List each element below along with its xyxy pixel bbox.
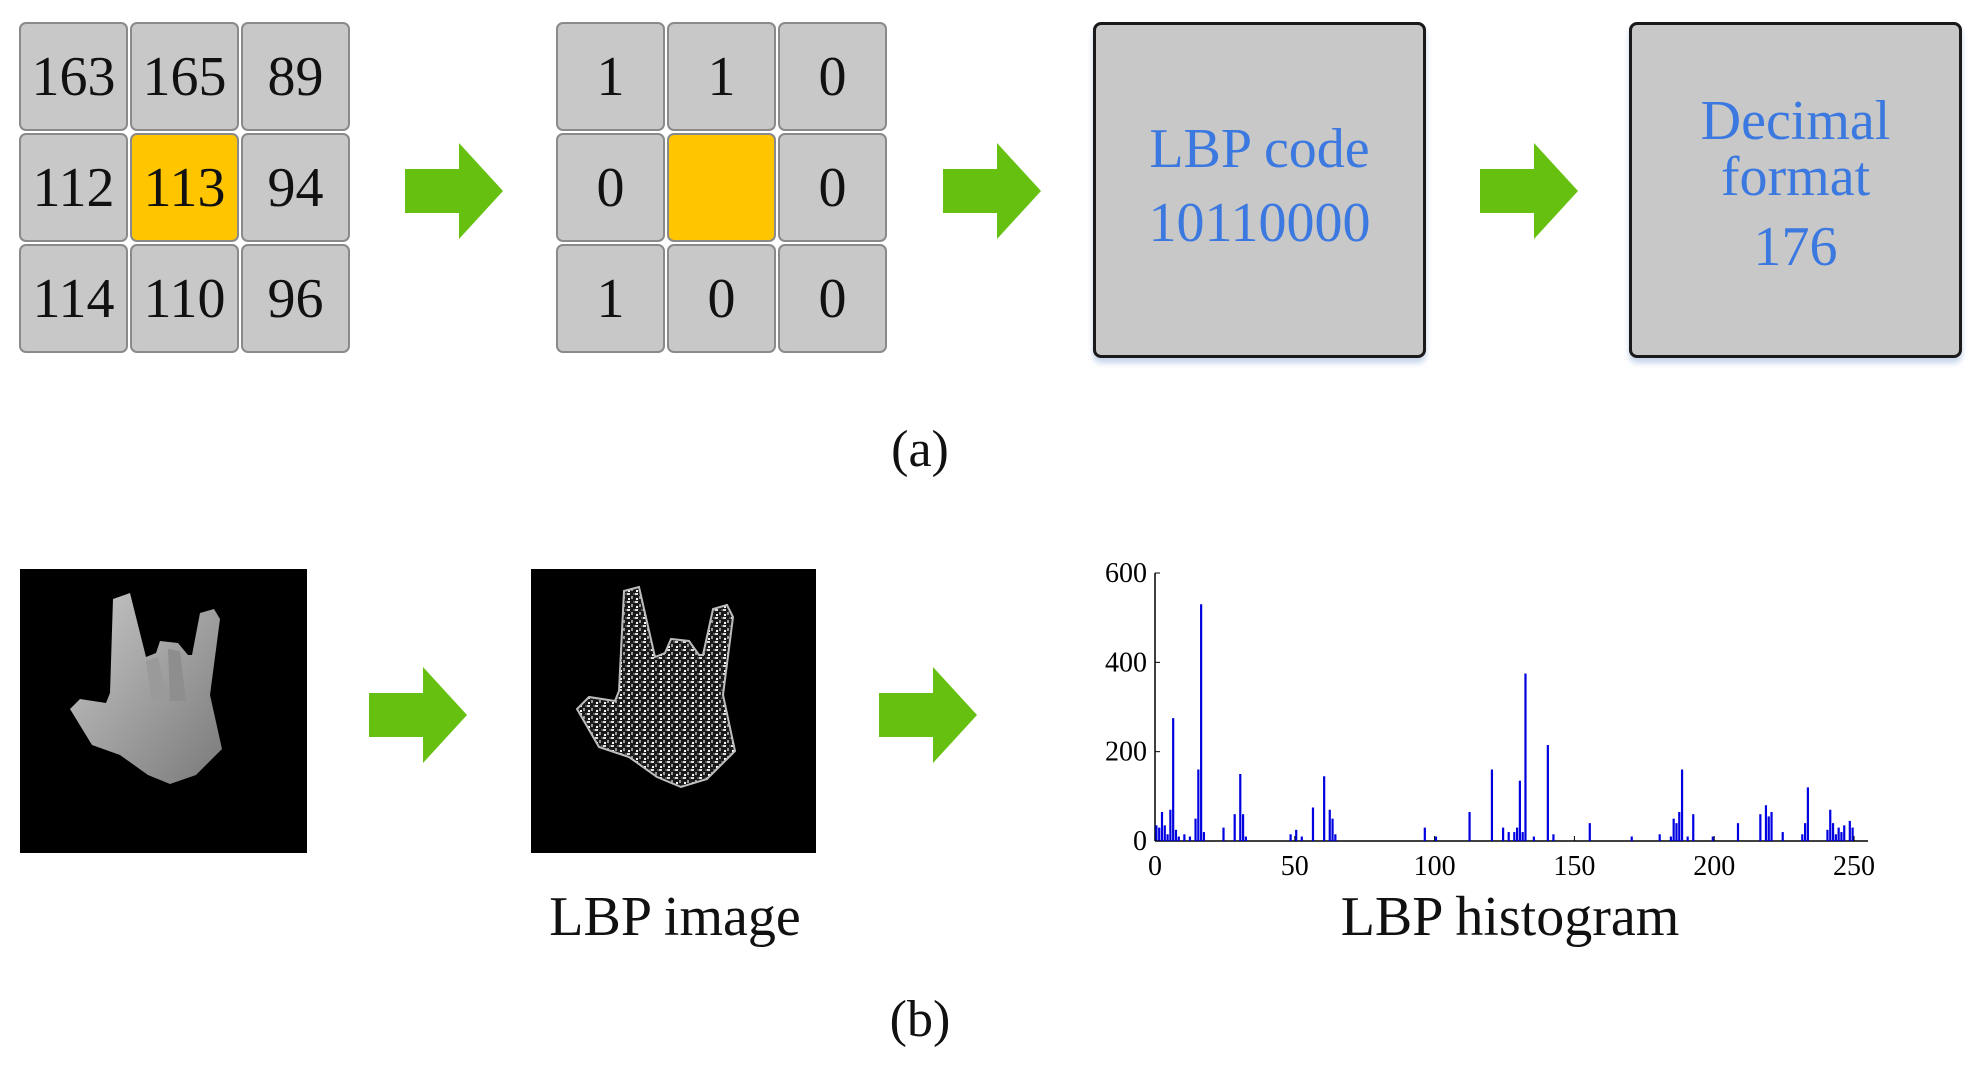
- y-tick-label: 600: [1105, 558, 1147, 589]
- x-tick-label: 0: [1148, 851, 1162, 882]
- arrow-right-icon: [405, 143, 503, 239]
- x-tick-label: 100: [1414, 851, 1456, 882]
- decimal-format-box: Decimal format 176: [1629, 22, 1962, 358]
- pixel-cell: 163: [19, 22, 128, 131]
- binary-cell: 0: [778, 244, 887, 353]
- caption-b: (b): [889, 991, 951, 1048]
- lbp-image-label: LBP image: [549, 886, 801, 948]
- x-tick-label: 200: [1693, 851, 1735, 882]
- x-tick-label: 50: [1281, 851, 1309, 882]
- binary-cell: 1: [556, 22, 665, 131]
- x-tick-label: 250: [1833, 851, 1875, 882]
- pixel-cell: 96: [241, 244, 350, 353]
- pixel-cell: 110: [130, 244, 239, 353]
- binary-cell: 1: [556, 244, 665, 353]
- input-pixel-grid: 163 165 89 112 113 94 114 110 96: [19, 22, 350, 353]
- center-pixel-cell: 113: [130, 133, 239, 242]
- y-tick-label: 200: [1105, 737, 1147, 768]
- binary-cell: 1: [667, 22, 776, 131]
- lbp-code-box: LBP code 10110000: [1093, 22, 1426, 358]
- arrow-right-icon: [1480, 143, 1578, 239]
- caption-a: (a): [891, 421, 949, 478]
- histogram-bars: [1155, 604, 1854, 841]
- binary-cell: 0: [667, 244, 776, 353]
- center-binary-cell: [667, 133, 776, 242]
- lbp-code-value: 10110000: [1148, 192, 1371, 254]
- arrow-right-icon: [369, 667, 467, 763]
- decimal-value: 176: [1753, 216, 1838, 278]
- histogram-ticks: 0 50 100 150 200 250 0 200 400 600: [1105, 558, 1875, 882]
- lbp-code-title: LBP code: [1149, 118, 1370, 180]
- pixel-cell: 112: [19, 133, 128, 242]
- y-tick-label: 400: [1105, 647, 1147, 678]
- pixel-cell: 165: [130, 22, 239, 131]
- lbp-image: [531, 569, 816, 853]
- y-tick-label: 0: [1133, 826, 1147, 857]
- binary-threshold-grid: 1 1 0 0 0 1 0 0: [556, 22, 887, 353]
- arrow-right-icon: [879, 667, 977, 763]
- histogram-label: LBP histogram: [1340, 886, 1680, 948]
- lbp-histogram-chart: 0 50 100 150 200 250 0 200 400 600: [1105, 558, 1875, 882]
- binary-cell: 0: [556, 133, 665, 242]
- pixel-cell: 94: [241, 133, 350, 242]
- decimal-title-line2: format: [1720, 146, 1871, 208]
- pixel-cell: 114: [19, 244, 128, 353]
- decimal-title-line1: Decimal: [1700, 90, 1891, 152]
- hand-gesture-image: [20, 569, 307, 853]
- binary-cell: 0: [778, 22, 887, 131]
- binary-cell: 0: [778, 133, 887, 242]
- arrow-right-icon: [943, 143, 1041, 239]
- x-tick-label: 150: [1553, 851, 1595, 882]
- histogram-axes: [1154, 573, 1868, 842]
- pixel-cell: 89: [241, 22, 350, 131]
